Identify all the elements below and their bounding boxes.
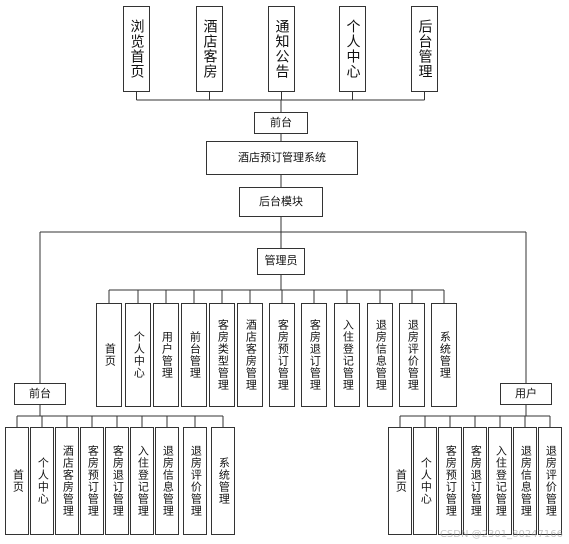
node-front-desk: 前台 bbox=[14, 383, 66, 405]
node-admin-5: 酒店客房管理 bbox=[237, 303, 263, 407]
node-user-1: 个人中心 bbox=[413, 427, 437, 535]
watermark: CSDN @2301_80247166 bbox=[439, 529, 563, 540]
node-front-desk-7: 退房评价管理 bbox=[183, 427, 207, 535]
node-admin-9: 退房信息管理 bbox=[367, 303, 393, 407]
node-front-desk-4: 客房退订管理 bbox=[105, 427, 129, 535]
node-admin: 管理员 bbox=[257, 248, 305, 275]
node-user-5: 退房信息管理 bbox=[513, 427, 537, 535]
node-front-desk-0: 首页 bbox=[5, 427, 29, 535]
node-top-2: 通知公告 bbox=[268, 6, 295, 92]
node-front-desk-5: 入住登记管理 bbox=[130, 427, 154, 535]
node-admin-0: 首页 bbox=[96, 303, 122, 407]
node-top-4: 后台管理 bbox=[411, 6, 438, 92]
node-admin-7: 客房退订管理 bbox=[301, 303, 327, 407]
node-front-desk-3: 客房预订管理 bbox=[80, 427, 104, 535]
node-backend: 后台模块 bbox=[239, 187, 323, 217]
node-top-0: 浏览首页 bbox=[123, 6, 150, 92]
node-admin-3: 前台管理 bbox=[181, 303, 207, 407]
node-admin-10: 退房评价管理 bbox=[399, 303, 425, 407]
node-top-3: 个人中心 bbox=[339, 6, 366, 92]
node-front-desk-2: 酒店客房管理 bbox=[55, 427, 79, 535]
node-admin-2: 用户管理 bbox=[153, 303, 179, 407]
node-top-1: 酒店客房 bbox=[196, 6, 223, 92]
node-user-3: 客房退订管理 bbox=[463, 427, 487, 535]
node-admin-8: 入住登记管理 bbox=[334, 303, 360, 407]
node-admin-1: 个人中心 bbox=[125, 303, 151, 407]
node-user-6: 退房评价管理 bbox=[538, 427, 562, 535]
node-admin-6: 客房预订管理 bbox=[269, 303, 295, 407]
node-system-title: 酒店预订管理系统 bbox=[206, 141, 358, 175]
node-front-desk-1: 个人中心 bbox=[30, 427, 54, 535]
node-user-0: 首页 bbox=[388, 427, 412, 535]
node-user-4: 入住登记管理 bbox=[488, 427, 512, 535]
node-user-2: 客房预订管理 bbox=[438, 427, 462, 535]
node-front: 前台 bbox=[254, 112, 308, 134]
node-front-desk-6: 退房信息管理 bbox=[155, 427, 179, 535]
node-front-desk-8: 系统管理 bbox=[211, 427, 235, 535]
node-user: 用户 bbox=[500, 383, 552, 405]
node-admin-11: 系统管理 bbox=[431, 303, 457, 407]
node-admin-4: 客房类型管理 bbox=[209, 303, 235, 407]
